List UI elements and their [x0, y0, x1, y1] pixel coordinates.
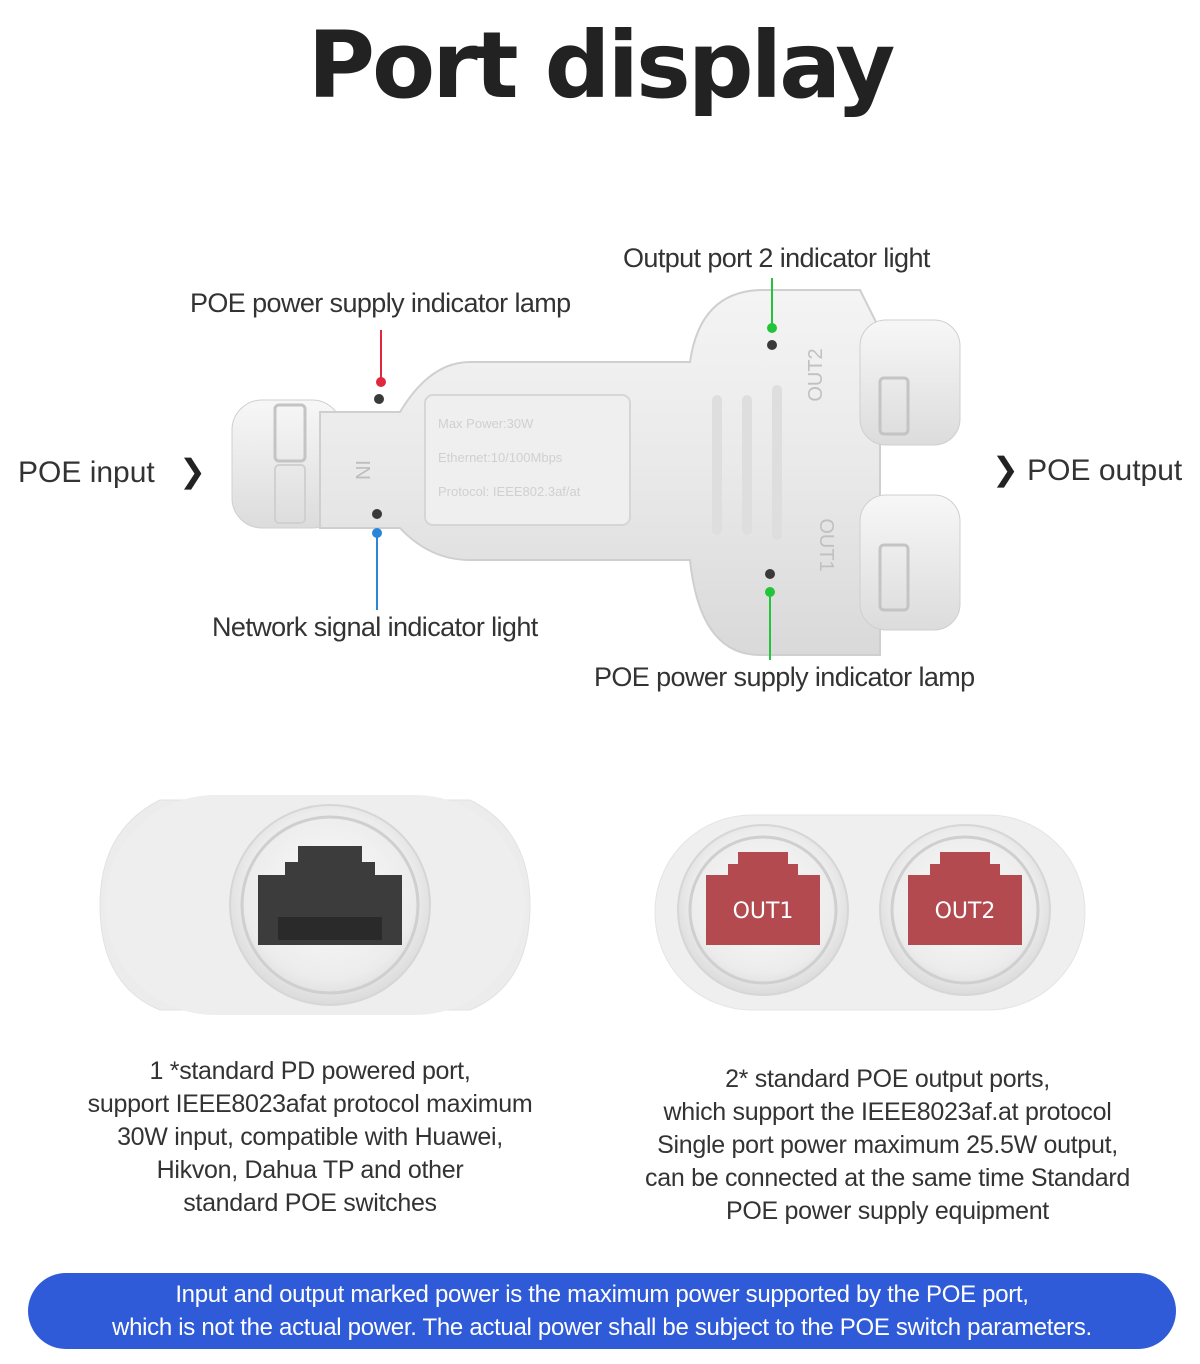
- network-signal-indicator-label: Network signal indicator light: [212, 612, 538, 642]
- output-desc-line: Single port power maximum 25.5W output,: [657, 1131, 1118, 1159]
- rj45-socket-out1: [706, 852, 820, 945]
- in-mark: IN: [351, 460, 373, 480]
- input-desc-line: standard POE switches: [183, 1189, 437, 1217]
- poe-input-text: POE input: [18, 456, 155, 489]
- output-desc-line: POE power supply equipment: [726, 1197, 1049, 1225]
- output-ports-closeup: [654, 814, 1086, 1011]
- output-port2-indicator-label: Output port 2 indicator light: [623, 243, 930, 273]
- out2-port-label: OUT2: [935, 899, 996, 924]
- output-desc-line: can be connected at the same time Standa…: [645, 1164, 1130, 1192]
- banner-line: which is not the actual power. The actua…: [112, 1314, 1092, 1341]
- poe-output-text: POE output: [1027, 454, 1183, 487]
- input-port-closeup: [99, 795, 531, 1015]
- green-leader-dot-bottom: [765, 587, 775, 597]
- poe-power-led-hole: [374, 394, 384, 404]
- out1-port-label: OUT1: [733, 899, 794, 924]
- input-port-description: 1 *standard PD powered port, support IEE…: [50, 1055, 570, 1220]
- input-desc-line: 30W input, compatible with Huawei,: [117, 1123, 503, 1151]
- chevron-right-icon: ❯: [179, 453, 206, 489]
- output1-poe-led-hole: [765, 569, 775, 579]
- network-signal-led-hole: [372, 509, 382, 519]
- output-desc-line: 2* standard POE output ports,: [725, 1065, 1050, 1093]
- output-plug-1: [859, 494, 961, 631]
- out1-mark: OUT1: [815, 518, 837, 571]
- input-desc-line: support IEEE8023afat protocol maximum: [87, 1090, 533, 1118]
- chevron-right-icon: ❯: [992, 451, 1019, 487]
- spec-line-2: Ethernet:10/100Mbps: [438, 450, 563, 465]
- banner-line: Input and output marked power is the max…: [175, 1281, 1029, 1308]
- red-leader-dot: [376, 377, 386, 387]
- output-desc-line: which support the IEEE8023af.at protocol: [663, 1098, 1112, 1126]
- page-title: Port display: [307, 12, 896, 119]
- poe-supply-lamp-label-bottom: POE power supply indicator lamp: [594, 662, 975, 692]
- poe-input-label: POE input ❯: [18, 452, 206, 490]
- splitter-body: [319, 289, 881, 656]
- input-desc-line: Hikvon, Dahua TP and other: [156, 1156, 464, 1184]
- poe-supply-lamp-label-top: POE power supply indicator lamp: [190, 288, 571, 318]
- power-notice-banner: Input and output marked power is the max…: [28, 1273, 1176, 1349]
- spec-line-1: Max Power:30W: [438, 416, 534, 431]
- input-desc-line: 1 *standard PD powered port,: [149, 1057, 471, 1085]
- poe-output-label: ❯ POE output: [992, 450, 1182, 488]
- rj45-socket-out2: [908, 852, 1022, 945]
- spec-line-3: Protocol: IEEE802.3af/at: [438, 484, 581, 499]
- output-plug-2: [859, 319, 961, 446]
- output-port-description: 2* standard POE output ports, which supp…: [605, 1063, 1170, 1228]
- green-leader-dot-top: [767, 323, 777, 333]
- output2-led-hole: [767, 340, 777, 350]
- out2-mark: OUT2: [805, 348, 827, 401]
- blue-leader-dot: [372, 528, 382, 538]
